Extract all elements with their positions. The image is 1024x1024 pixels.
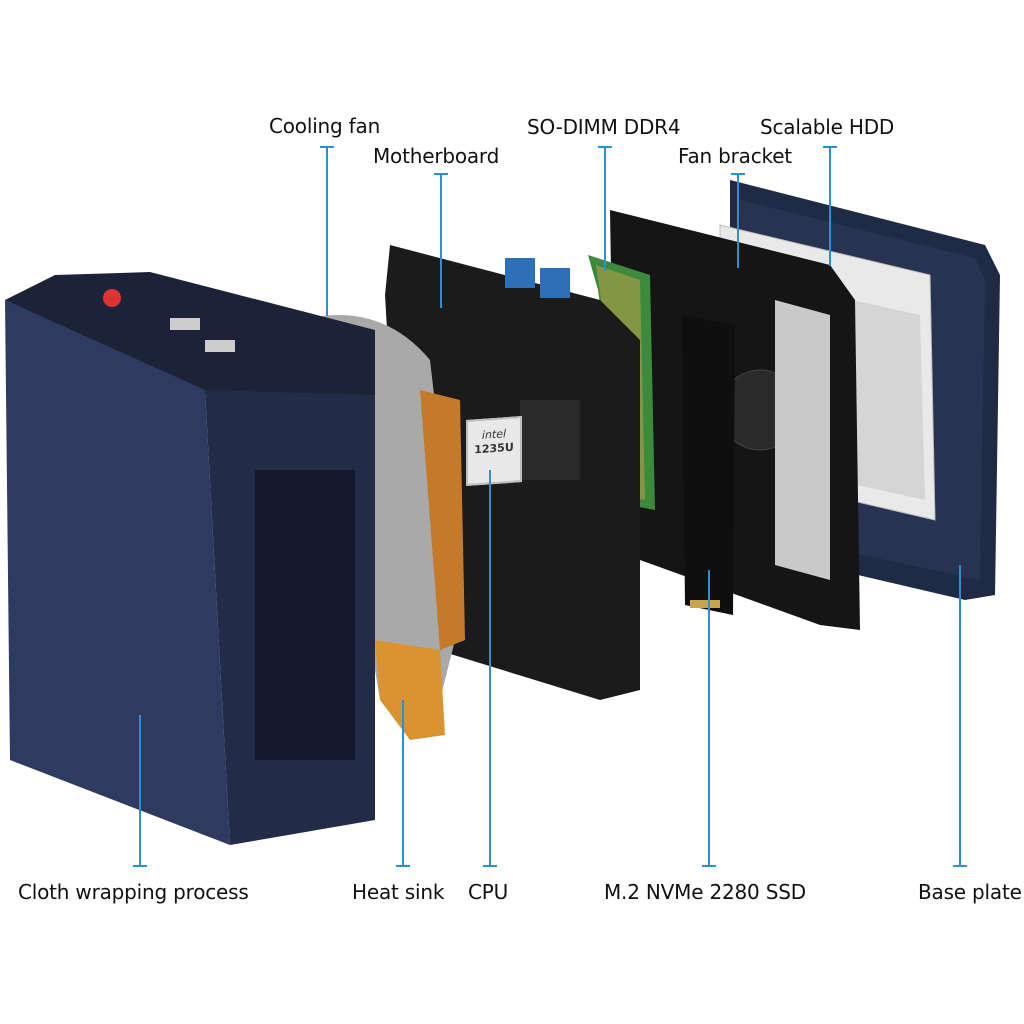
leader-fan-bracket xyxy=(731,173,745,268)
label-ssd: M.2 NVMe 2280 SSD xyxy=(604,880,806,904)
leader-motherboard xyxy=(434,173,448,308)
leader-cooling-fan xyxy=(320,146,334,316)
leader-cloth-wrapping xyxy=(133,715,147,867)
leader-so-dimm xyxy=(598,146,612,271)
ssd xyxy=(682,315,735,615)
leader-cpu xyxy=(483,470,497,867)
label-scalable-hdd: Scalable HDD xyxy=(760,115,895,139)
label-heat-sink: Heat sink xyxy=(352,880,445,904)
leader-base-plate xyxy=(953,565,967,867)
mini-pc-chassis xyxy=(5,272,375,845)
leader-ssd xyxy=(702,570,716,867)
label-cloth-wrapping: Cloth wrapping process xyxy=(18,880,249,904)
leader-heat-sink xyxy=(396,700,410,867)
fan-bracket xyxy=(610,210,860,630)
leader-scalable-hdd xyxy=(823,146,837,266)
label-fan-bracket: Fan bracket xyxy=(678,144,792,168)
label-cpu: CPU xyxy=(468,880,509,904)
cpu-chip: intel 1235U xyxy=(466,416,522,486)
chip-model: 1235U xyxy=(474,440,514,457)
label-base-plate: Base plate xyxy=(918,880,1022,904)
label-so-dimm: SO-DIMM DDR4 xyxy=(527,115,681,139)
label-cooling-fan: Cooling fan xyxy=(269,114,381,138)
label-motherboard: Motherboard xyxy=(373,144,500,168)
